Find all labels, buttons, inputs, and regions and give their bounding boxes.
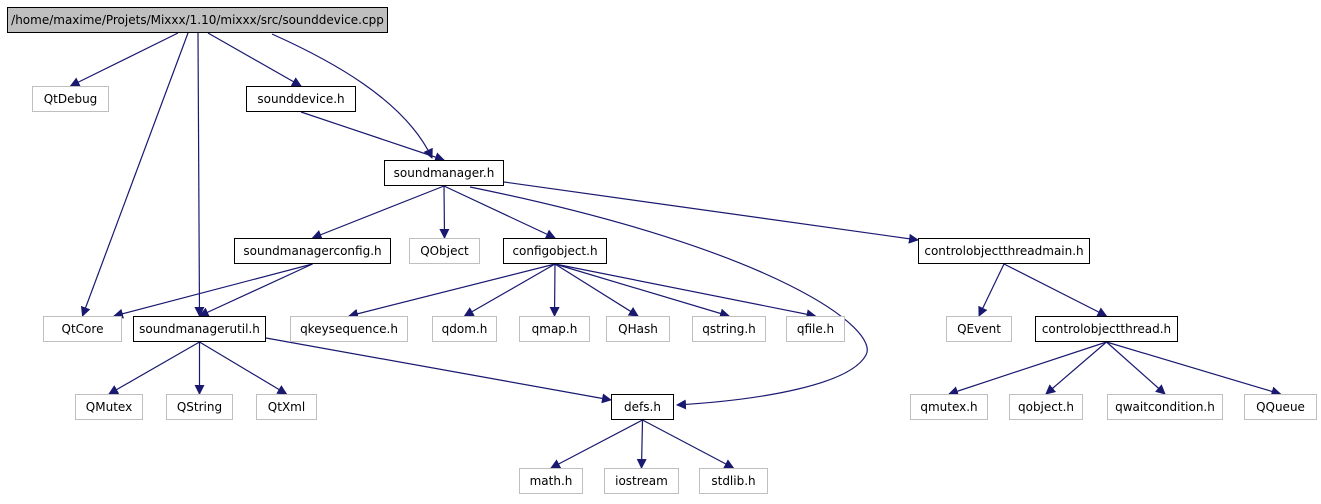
node-root-sounddevice-cpp[interactable]: /home/maxime/Projets/Mixxx/1.10/mixxx/sr… bbox=[7, 7, 388, 33]
edge-defs-h-to-stdlib-h bbox=[642, 419, 735, 469]
node-qtcore: QtCore bbox=[43, 316, 122, 342]
edge-controlobjectthread-h-to-qqueue bbox=[1106, 341, 1282, 397]
node-controlobjectthreadmain-h[interactable]: controlobjectthreadmain.h bbox=[918, 238, 1090, 264]
edge-root-to-qtcore bbox=[80, 32, 189, 317]
edge-configobject-h-to-qfile-h bbox=[554, 263, 817, 320]
node-qobject: QObject bbox=[409, 238, 480, 264]
edge-defs-h-to-math-h bbox=[550, 419, 643, 469]
edge-soundmanager-h-to-configobject-h bbox=[443, 185, 556, 239]
edge-soundmanagerconfig-h-to-qtcore bbox=[113, 263, 313, 319]
edge-controlobjectthread-h-to-qmutex-h bbox=[948, 341, 1107, 396]
edge-soundmanagerutil-h-to-qtxml bbox=[199, 341, 288, 395]
edge-root-to-qtdebug bbox=[69, 32, 179, 87]
edge-soundmanager-h-to-qobject bbox=[439, 185, 450, 239]
edge-soundmanager-h-to-soundmanagerconfig-h bbox=[311, 185, 445, 240]
edge-configobject-h-to-qstring-h bbox=[554, 263, 730, 319]
edge-root-to-soundmanagerutil-h bbox=[194, 32, 205, 317]
node-qhash: QHash bbox=[606, 316, 670, 342]
node-qobject-h: qobject.h bbox=[1009, 394, 1083, 420]
node-configobject-h[interactable]: configobject.h bbox=[503, 238, 607, 264]
node-qtxml: QtXml bbox=[256, 394, 317, 420]
edge-controlobjectthreadmain-h-to-controlobjectthread-h bbox=[1003, 263, 1108, 317]
node-math-h: math.h bbox=[519, 468, 583, 494]
node-soundmanager-h[interactable]: soundmanager.h bbox=[384, 160, 504, 186]
node-qmap-h: qmap.h bbox=[519, 316, 590, 342]
node-qtdebug: QtDebug bbox=[32, 86, 109, 112]
node-qwaitcondition-h: qwaitcondition.h bbox=[1107, 394, 1223, 420]
node-sounddevice-h[interactable]: sounddevice.h bbox=[246, 86, 356, 112]
edge-soundmanager-h-to-defs-h bbox=[469, 186, 868, 410]
node-qdom-h: qdom.h bbox=[432, 316, 497, 342]
edge-sounddevice-h-to-soundmanager-h bbox=[300, 111, 445, 162]
edge-controlobjectthreadmain-h-to-qevent bbox=[978, 263, 1005, 317]
edge-configobject-h-to-qmap-h bbox=[549, 263, 560, 317]
edge-controlobjectthread-h-to-qobject-h bbox=[1045, 341, 1107, 395]
edge-defs-h-to-iostream bbox=[636, 419, 647, 469]
edge-soundmanagerutil-h-to-qmutex bbox=[108, 341, 200, 395]
edge-controlobjectthread-h-to-qwaitcondition-h bbox=[1106, 341, 1166, 395]
node-soundmanagerconfig-h[interactable]: soundmanagerconfig.h bbox=[234, 238, 391, 264]
edge-configobject-h-to-qkeysequence-h bbox=[348, 263, 556, 319]
node-iostream: iostream bbox=[604, 468, 679, 494]
node-qmutex: QMutex bbox=[75, 394, 143, 420]
node-qstring-h: qstring.h bbox=[692, 316, 766, 342]
edge-root-to-sounddevice-h bbox=[207, 32, 302, 87]
node-qfile-h: qfile.h bbox=[786, 316, 845, 342]
edge-soundmanager-h-to-controlobjectthreadmain-h bbox=[503, 181, 919, 244]
edge-configobject-h-to-qhash bbox=[554, 263, 639, 317]
node-controlobjectthread-h[interactable]: controlobjectthread.h bbox=[1035, 316, 1178, 342]
node-qkeysequence-h: qkeysequence.h bbox=[290, 316, 408, 342]
node-qmutex-h: qmutex.h bbox=[910, 394, 988, 420]
node-soundmanagerutil-h[interactable]: soundmanagerutil.h bbox=[133, 316, 266, 342]
node-qevent: QEvent bbox=[946, 316, 1012, 342]
node-qqueue: QQueue bbox=[1244, 394, 1317, 420]
node-defs-h[interactable]: defs.h bbox=[611, 394, 674, 420]
edge-soundmanagerutil-h-to-defs-h bbox=[265, 337, 612, 404]
node-stdlib-h: stdlib.h bbox=[699, 468, 768, 494]
edge-soundmanagerconfig-h-to-soundmanagerutil-h bbox=[198, 263, 313, 317]
node-qstring: QString bbox=[166, 394, 233, 420]
edge-root-to-soundmanager-h bbox=[271, 33, 433, 159]
edge-configobject-h-to-qdom-h bbox=[463, 263, 556, 317]
